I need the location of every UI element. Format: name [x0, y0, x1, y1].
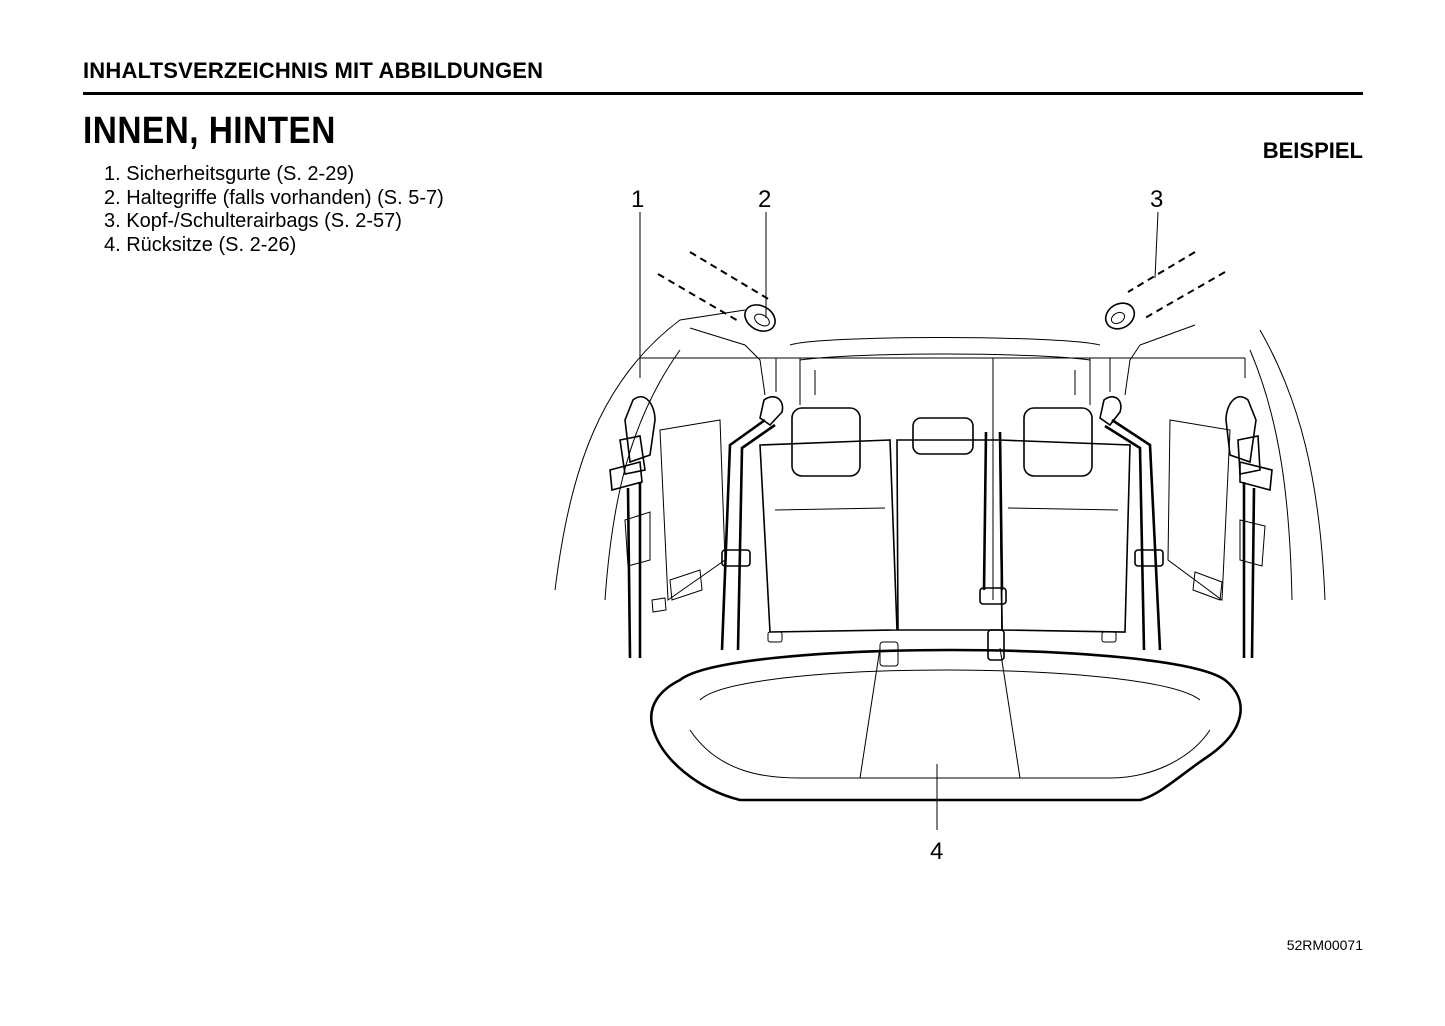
seatbelt-left-seat	[720, 396, 784, 651]
legend-item-grab-handles: 2. Haltegriffe (falls vorhanden) (S. 5-7…	[104, 186, 444, 209]
grab-handle-left	[744, 304, 776, 332]
seatbelt-right-pillar	[1225, 396, 1273, 659]
sample-label: BEISPIEL	[1262, 138, 1363, 163]
callout-4: 4	[930, 838, 944, 865]
callout-3: 3	[1150, 186, 1164, 213]
seatback-right	[999, 439, 1131, 633]
airbag-dashed-lines	[657, 251, 1226, 323]
page-title: INNEN, HINTEN	[83, 110, 336, 152]
rear-seat-cushion	[649, 631, 1242, 802]
seatback-left	[759, 439, 898, 633]
grab-handle-right	[1104, 302, 1136, 330]
vehicle-body-outline	[554, 309, 1326, 613]
headrest-right	[1023, 407, 1093, 477]
seatbelt-right-seat	[1099, 396, 1164, 651]
headrest-left	[791, 407, 861, 477]
callout-1: 1	[631, 186, 645, 213]
legend-item-curtain-airbags: 3. Kopf-/Schulterairbags (S. 2-57)	[104, 210, 402, 232]
parts-legend: 1. Sicherheitsgurte (S. 2-29) 2. Haltegr…	[104, 163, 444, 257]
callout-2: 2	[758, 186, 772, 213]
seatbelt-center	[979, 431, 1007, 661]
seatbelt-left-pillar	[609, 396, 656, 659]
legend-item-seatbelts: 1. Sicherheitsgurte (S. 2-29)	[104, 163, 355, 185]
image-reference-code: 52RM00071	[1286, 937, 1363, 953]
headrest-center	[912, 417, 974, 455]
header-divider	[83, 92, 1363, 95]
callout-leaders	[639, 211, 1246, 830]
section-header-title: INHALTSVERZEICHNIS MIT ABBILDUNGEN	[83, 58, 544, 83]
legend-item-rear-seats: 4. Rücksitze (S. 2-26)	[104, 233, 297, 256]
